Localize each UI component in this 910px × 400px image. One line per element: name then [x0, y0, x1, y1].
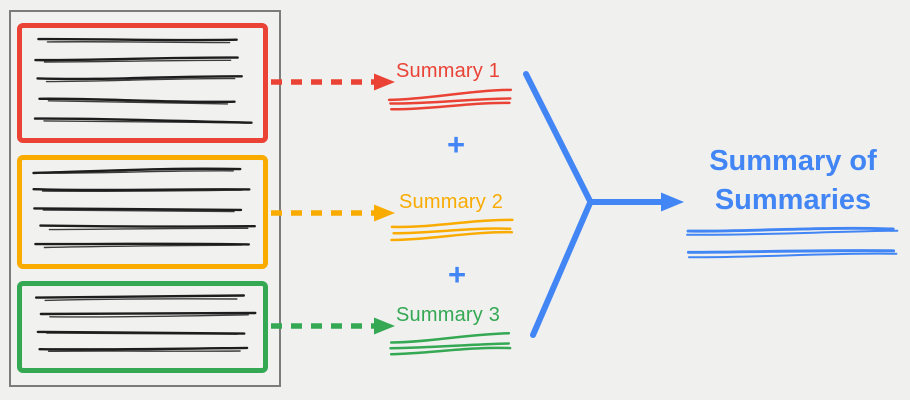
section-1-text-scribble	[33, 37, 253, 124]
ink-line-echo	[42, 209, 235, 213]
ink-line-echo	[43, 244, 243, 249]
source-document	[9, 10, 281, 387]
ink-line-echo	[47, 100, 229, 105]
document-section-2	[17, 155, 268, 269]
dashed-arrow-1	[271, 73, 395, 91]
underline-stroke	[392, 227, 512, 235]
ink-line-echo	[44, 298, 238, 302]
ink-line	[32, 188, 251, 192]
ink-line	[39, 224, 256, 228]
ink-line	[34, 294, 246, 299]
dashed-arrow-2	[271, 204, 395, 222]
merge-arrowhead	[661, 192, 684, 212]
underline-stroke	[389, 342, 511, 350]
plus-sign-1: +	[446, 127, 466, 162]
underline-stroke	[387, 88, 513, 102]
result-underline-stroke	[687, 252, 898, 259]
document-section-1	[17, 23, 268, 143]
result-underline-stroke	[686, 229, 899, 236]
underline-stroke	[390, 218, 514, 229]
merge-line-bottom	[530, 200, 593, 338]
ink-line-echo	[49, 314, 249, 318]
ink-line	[38, 97, 236, 104]
dashed-arrow-3	[271, 317, 395, 335]
ink-line-echo	[43, 120, 246, 124]
ink-line	[34, 56, 239, 62]
summary-1-label: Summary 1	[396, 60, 501, 82]
result-underline-stroke	[686, 249, 896, 254]
merge-arrow	[523, 71, 684, 338]
underline-stroke	[389, 97, 512, 105]
ink-line	[37, 37, 238, 42]
document-section-3	[17, 281, 268, 373]
summary-3-underline-scribble	[389, 331, 512, 356]
ink-line-echo	[45, 77, 236, 83]
ink-line	[36, 330, 246, 335]
ink-line-echo	[41, 170, 234, 174]
ink-line-echo	[43, 59, 232, 63]
ink-line	[39, 311, 257, 316]
ink-line	[34, 242, 250, 246]
ink-line-echo	[46, 41, 231, 44]
ink-line	[38, 346, 249, 351]
merge-line-top	[523, 71, 593, 204]
ink-line-echo	[46, 332, 238, 335]
underline-stroke	[390, 101, 511, 111]
ink-line	[32, 167, 242, 175]
summary-1-underline-scribble	[387, 88, 513, 111]
section-2-text-scribble	[32, 167, 256, 249]
ink-line	[33, 207, 243, 212]
summary-2-label: Summary 2	[399, 191, 504, 213]
underline-stroke	[389, 346, 512, 356]
plus-sign-2: +	[447, 257, 467, 292]
ink-line-echo	[48, 227, 249, 231]
summary-2-underline-scribble	[390, 218, 514, 242]
ink-line	[36, 75, 243, 81]
underline-stroke	[390, 230, 514, 242]
result-underline-scribble	[686, 226, 899, 259]
underline-stroke	[389, 331, 511, 344]
section-3-text-scribble	[34, 294, 257, 352]
ink-line-echo	[41, 189, 243, 193]
result-underline-stroke	[686, 226, 895, 233]
result-label: Summary of Summaries	[709, 145, 877, 216]
summary-3-label: Summary 3	[396, 304, 501, 326]
